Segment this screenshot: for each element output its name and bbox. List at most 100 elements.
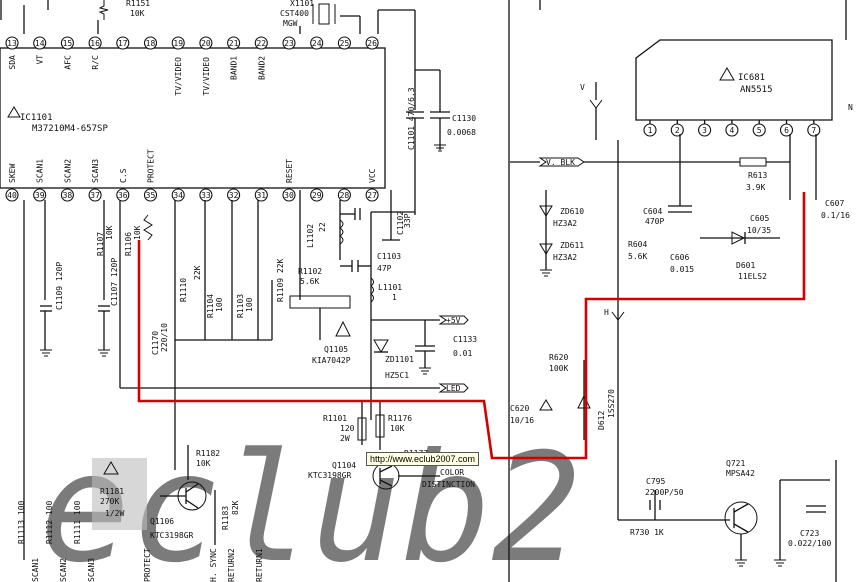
c1107-label: C1107 120P — [110, 258, 119, 306]
c1102-val: 33P — [403, 213, 412, 228]
r1112-label: R1112 100 — [45, 500, 54, 544]
r1183-val: 82K — [231, 500, 240, 515]
ic681-pin-num: 6 — [784, 126, 789, 135]
ic681-pin-7 — [807, 123, 821, 137]
bottom-hsync: H. SYNC — [209, 548, 218, 582]
r1103-ref: R1103 — [236, 294, 245, 318]
r1182-ref: R1182 — [196, 449, 220, 458]
vblk-label: V. BLK — [546, 158, 575, 167]
ic1101-pin-num: 23 — [284, 39, 294, 48]
ic1101-pin-num: 30 — [284, 191, 294, 200]
ic1101-pin-label: SDA — [8, 55, 17, 70]
ic681-pin-2 — [670, 123, 684, 137]
ic1101-pin-15 — [60, 36, 74, 50]
ic681-pin-num: 3 — [702, 126, 707, 135]
r730-label: R730 1K — [630, 528, 664, 537]
q1104-part: KTC3198GR — [308, 471, 352, 480]
zd1101-part: HZ5C1 — [385, 371, 409, 380]
r1181-ref: R1181 — [100, 487, 124, 496]
ic1101-pin-num: 17 — [118, 39, 128, 48]
url-tooltip[interactable]: http://www.eclub2007.com — [366, 452, 480, 466]
ic1101-pin-num: 34 — [173, 191, 183, 200]
ic1101-pin-16 — [88, 36, 102, 50]
r1182-val: 10K — [196, 459, 211, 468]
c1103-val: 47P — [377, 264, 392, 273]
bottom-return2: RETURN2 — [227, 548, 236, 582]
ic1101-pin-19 — [171, 36, 185, 50]
ic681-part: AN5515 — [740, 85, 773, 95]
ic1101-pin-num: 32 — [229, 191, 239, 200]
c606-val: 0.015 — [670, 265, 694, 274]
v-label: V — [580, 83, 585, 92]
bottom-return1: RETURN1 — [255, 548, 264, 582]
q721-ref: Q721 — [726, 459, 745, 468]
distinction-label: DISTINCTION — [422, 480, 475, 489]
ic1101-pin-32 — [227, 188, 241, 202]
ic1101-pin-label: PROTECT — [147, 149, 156, 183]
c795-val: 2200P/50 — [645, 488, 684, 497]
led-label: LED — [446, 384, 461, 393]
ic1101-pin-num: 28 — [340, 191, 350, 200]
r1107-val: 10K — [105, 225, 114, 240]
l1101-val: 1 — [392, 293, 397, 302]
c1109-label: C1109 120P — [55, 262, 64, 310]
q721-part: MPSA42 — [726, 469, 755, 478]
c723-ref: C723 — [800, 529, 819, 538]
ic1101-pin-20 — [199, 36, 213, 50]
bottom-scan2: SCAN2 — [59, 558, 68, 582]
ic681-pin-5 — [752, 123, 766, 137]
ic681-pin-num: 5 — [757, 126, 762, 135]
ic1101-pin-22 — [254, 36, 268, 50]
ic681-pin-1 — [643, 123, 657, 137]
ic681-pin-num: 1 — [648, 126, 653, 135]
ic1101-pin-34 — [171, 188, 185, 202]
ic681-pin-num: 4 — [729, 126, 734, 135]
r1109-label: R1109 22K — [276, 258, 285, 302]
q1104-ref: Q1104 — [332, 461, 356, 470]
c723-val: 0.022/100 — [788, 539, 832, 548]
ic1101-pin-30 — [282, 188, 296, 202]
c606-ref: C606 — [670, 253, 689, 262]
q1105-ref: Q1105 — [324, 345, 348, 354]
r1106-ref: R1106 — [124, 232, 133, 256]
c1133-ref: C1133 — [453, 335, 477, 344]
d612-part: 1SS270 — [607, 389, 616, 418]
ic1101-pin-num: 20 — [201, 39, 211, 48]
r613-ref: R613 — [748, 171, 767, 180]
ic1101-pin-num: 18 — [146, 39, 156, 48]
ic1101-pin-num: 38 — [63, 191, 73, 200]
r1151-val: 10K — [130, 9, 145, 18]
r1176-ref: R1176 — [388, 414, 412, 423]
r1181-val: 270K — [100, 497, 119, 506]
bottom-scan3: SCAN3 — [87, 558, 96, 582]
d601-ref: D601 — [736, 261, 755, 270]
ic1101-pin-29 — [310, 188, 324, 202]
r1103-val: 100 — [245, 297, 254, 312]
r604-ref: R604 — [628, 240, 647, 249]
x1101-ref: X1101 — [290, 0, 314, 8]
n1-label: N — [848, 103, 853, 112]
ic681-pin-num: 7 — [811, 126, 816, 135]
r620-val: 100K — [549, 364, 568, 373]
plus5v-label: +5V — [446, 316, 461, 325]
bottom-protect: PROTECT — [143, 548, 152, 582]
r1107-ref: R1107 — [96, 232, 105, 256]
ic1101-pin-num: 40 — [7, 191, 17, 200]
c1130-val: 0.0068 — [447, 128, 476, 137]
l1102-ref: L1102 — [306, 224, 315, 248]
r1110-ref: R1110 — [179, 278, 188, 302]
zd610-part: HZ3A2 — [553, 219, 577, 228]
r1110-val: 22K — [193, 265, 202, 280]
ic1101-pin-num: 37 — [90, 191, 100, 200]
color-label: COLOR — [440, 468, 464, 477]
r1181-w: 1/2W — [105, 509, 124, 518]
ic1101-pin-num: 24 — [312, 39, 322, 48]
r1181-shaded-area — [92, 458, 147, 530]
ic1101-pin-num: 16 — [90, 39, 100, 48]
ic1101-pin-num: 26 — [367, 39, 377, 48]
ic681-pin-4 — [725, 123, 739, 137]
ic1101-pin-40 — [5, 188, 19, 202]
ic1101: IC1101 M37210M4-657SP 13SDA14VT15AFC16R/… — [0, 36, 386, 202]
c620-ref: C620 — [510, 404, 529, 413]
ic1101-pin-28 — [337, 188, 351, 202]
